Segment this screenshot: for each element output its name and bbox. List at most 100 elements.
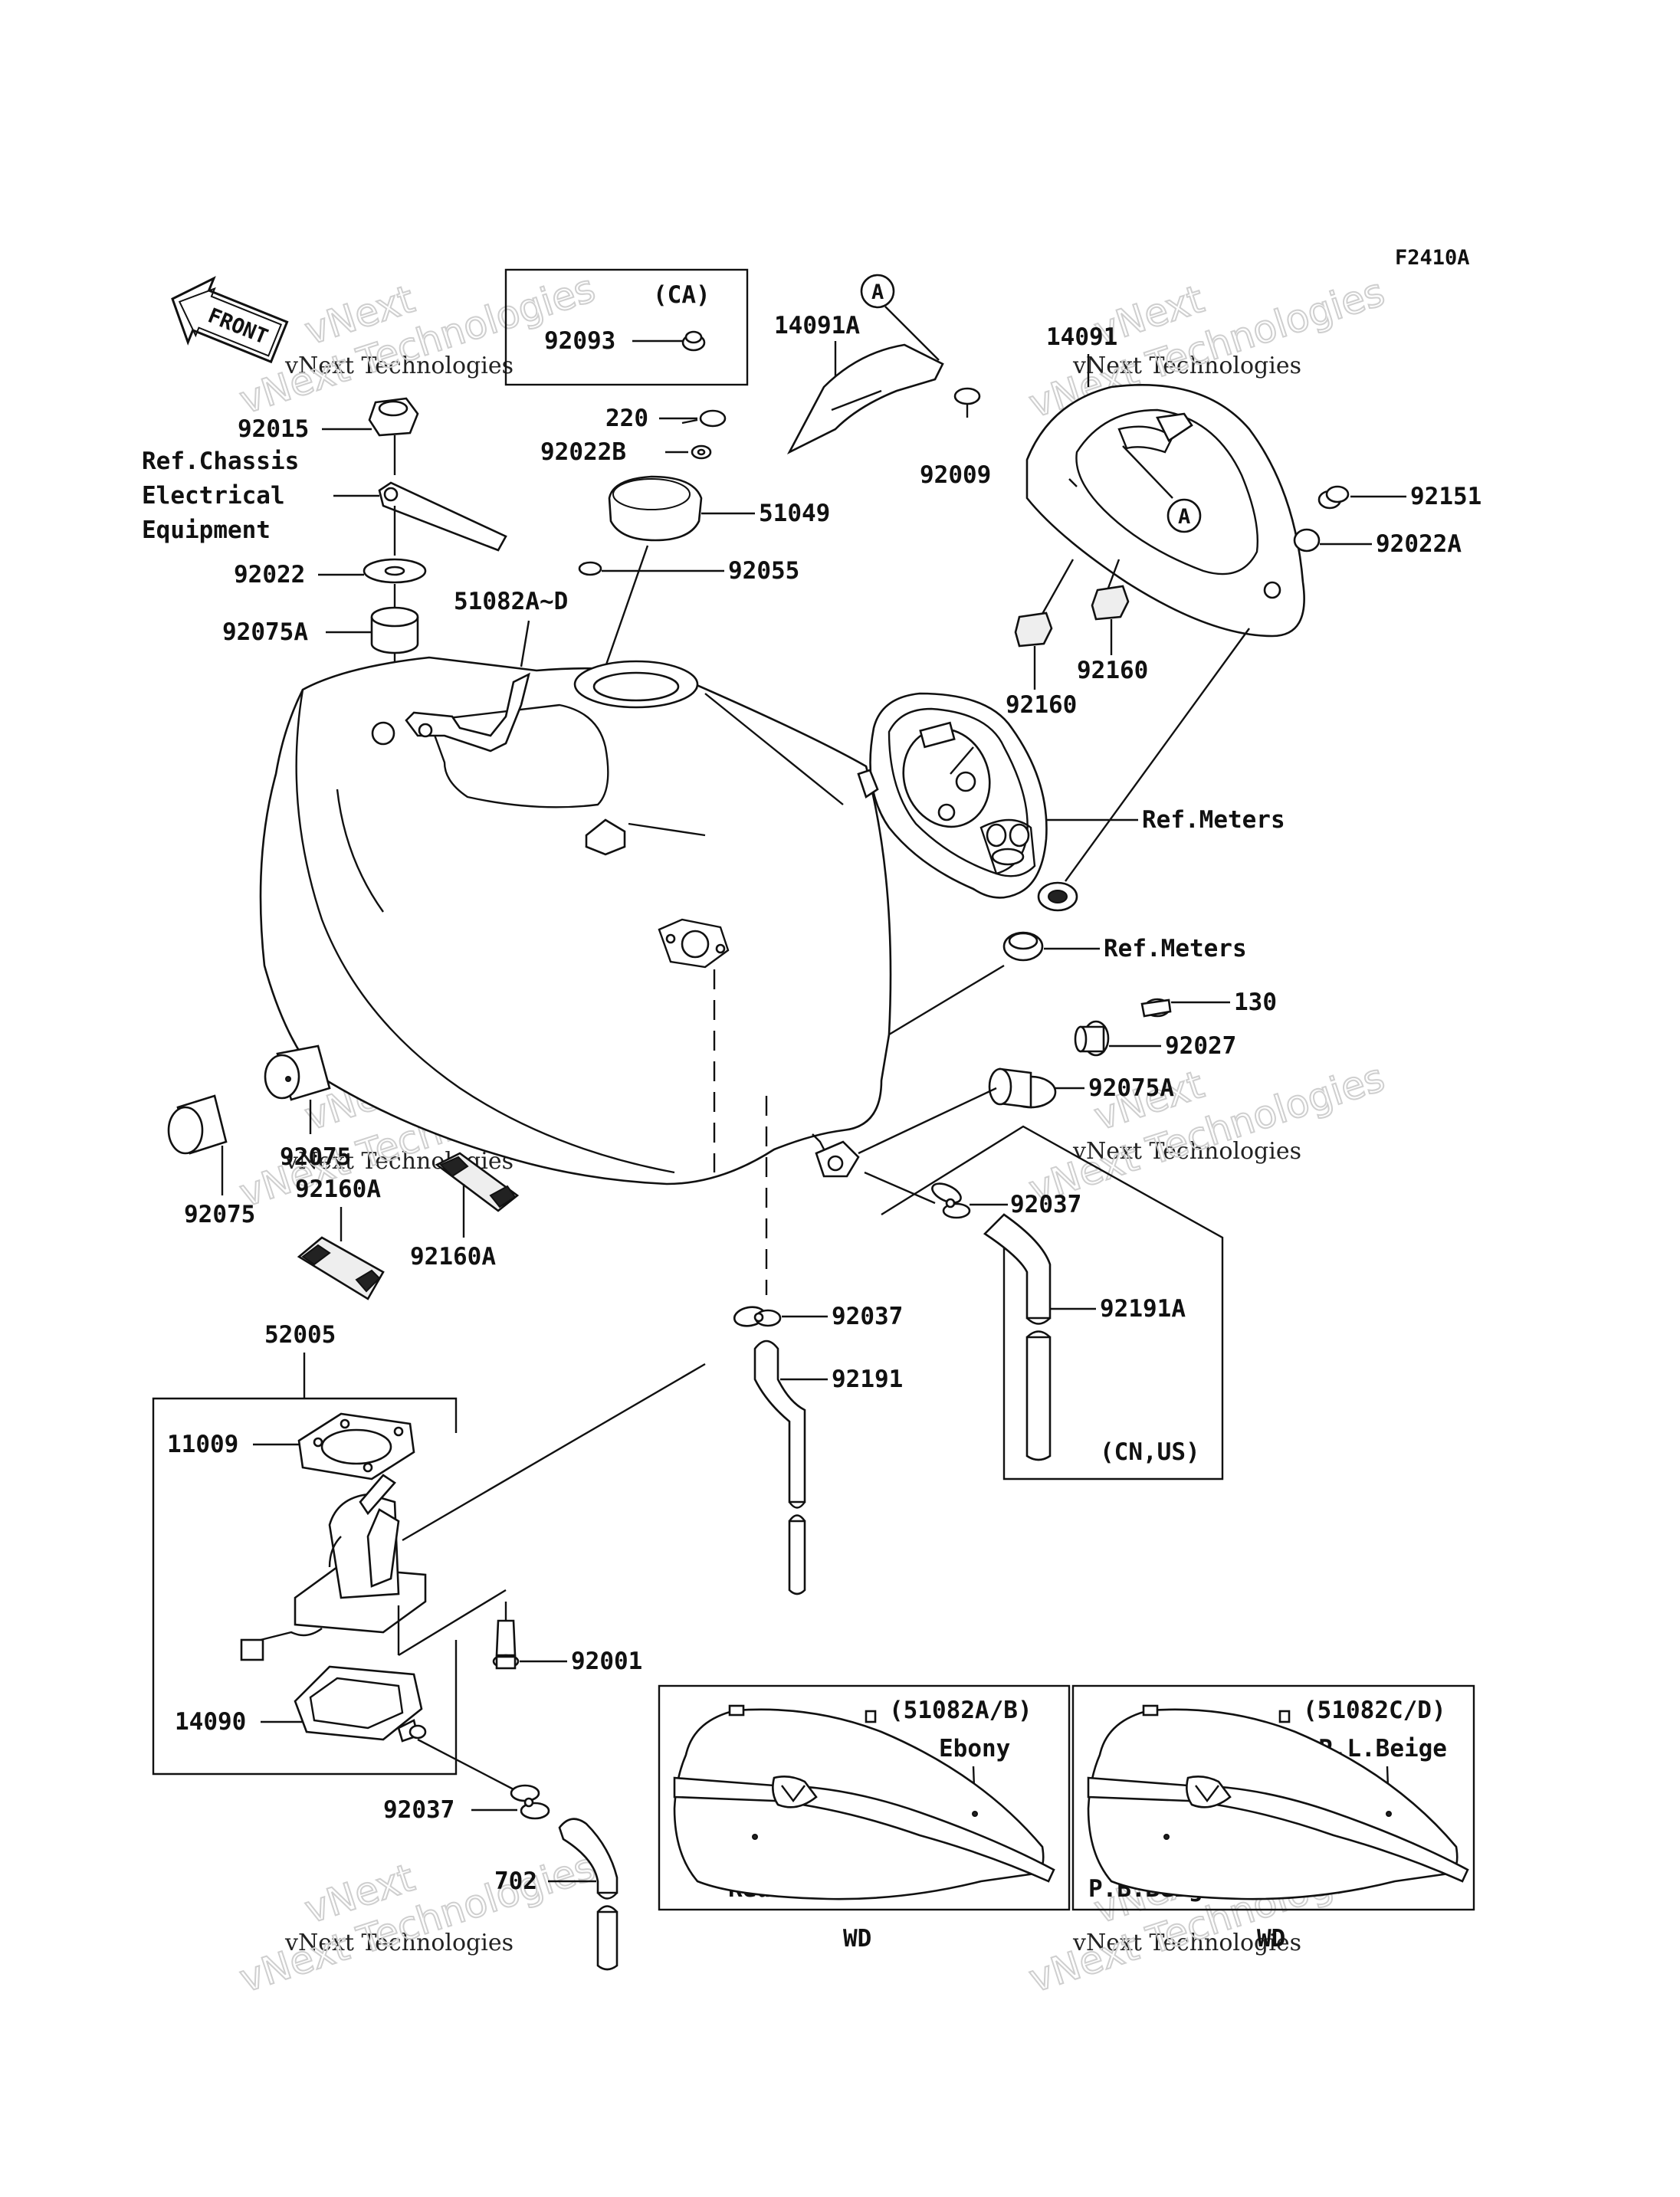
part-label-92037: 92037 — [1010, 1191, 1081, 1218]
callout-a-icon: A — [1166, 498, 1202, 533]
screw-92009-icon — [953, 387, 981, 418]
part-label-92075: 92075 — [184, 1201, 255, 1228]
part-label-92037: 92037 — [832, 1303, 903, 1330]
fuel-tank-icon — [259, 656, 892, 1185]
part-label-92037: 92037 — [383, 1796, 454, 1824]
part-label-130: 130 — [1234, 989, 1277, 1016]
part-label-92015: 92015 — [238, 415, 309, 443]
part-label-92022: 92022 — [234, 561, 305, 589]
callout-a-icon: A — [860, 274, 895, 309]
o-ring-92055-icon — [578, 561, 602, 576]
part-label-92191A: 92191A — [1100, 1295, 1186, 1323]
meter-cover-14091-icon — [1025, 384, 1305, 638]
tank-side-view-icon — [1087, 1704, 1469, 1900]
bolt-92151-icon — [1317, 485, 1350, 510]
color-panel-codes: (51082A/B) — [889, 1697, 1032, 1724]
color-panel-market: WD — [1257, 1925, 1285, 1953]
ref-meters-label: Ref.Meters — [1104, 935, 1247, 962]
washer-92022B-icon — [691, 444, 712, 460]
ref-chassis-label: Electrical — [142, 482, 285, 510]
watermark-text-outline: vNext Technologies — [235, 1844, 600, 2001]
part-label-92075A: 92075A — [1088, 1074, 1174, 1102]
cn-us-variant-box — [881, 1125, 1224, 1481]
hose-702-icon — [558, 1818, 619, 1971]
bolt-92001-icon — [492, 1602, 520, 1670]
hose-92191A-icon — [983, 1213, 1052, 1461]
ca-variant-label: (CA) — [653, 281, 710, 309]
filter-14090-icon — [294, 1665, 427, 1743]
ref-meters-label: Ref.Meters — [1142, 806, 1285, 834]
color-panel-market: WD — [843, 1925, 871, 1953]
watermark-text: vNext Technologies — [1072, 1930, 1301, 1956]
watermark-text: vNext Technologies — [284, 353, 514, 379]
color-panel-codes: (51082C/D) — [1303, 1697, 1446, 1724]
part-label-92160: 92160 — [1077, 657, 1148, 684]
bolt-92015-icon — [368, 397, 419, 437]
watermark-text: vNext Technologies — [284, 1930, 514, 1956]
fuel-cap-51049-icon — [608, 475, 703, 542]
part-label-92151: 92151 — [1410, 483, 1481, 510]
part-label-92093: 92093 — [544, 327, 615, 355]
part-label-14091: 14091 — [1046, 323, 1117, 351]
part-label-14091A: 14091A — [774, 312, 860, 339]
tank-side-view-icon — [673, 1704, 1055, 1900]
fuel-pump-icon — [240, 1474, 427, 1661]
grommet-92160-icon — [1014, 612, 1053, 648]
damper-92075A-icon — [370, 606, 419, 654]
part-label-51082: 51082A~D — [454, 588, 568, 615]
part-label-92075: 92075 — [280, 1143, 351, 1171]
part-label-92191: 92191 — [832, 1366, 903, 1393]
ref-chassis-label: Ref.Chassis — [142, 448, 299, 475]
watermark: vNext vNext Technologies vNext Technolog… — [234, 1844, 601, 2002]
front-arrow-icon: FRONT — [171, 276, 289, 364]
washer-92022-icon — [363, 558, 427, 584]
part-label-14090: 14090 — [175, 1708, 246, 1736]
watermark-text: vNext Technologies — [1072, 1138, 1301, 1165]
cn-us-variant-label: (CN,US) — [1100, 1438, 1200, 1466]
part-label-92022A: 92022A — [1376, 530, 1462, 558]
color-panel-box — [658, 1684, 1071, 1911]
part-label-92022B: 92022B — [540, 438, 626, 466]
hose-92191-icon — [753, 1340, 806, 1595]
clamp-92037-icon — [733, 1306, 782, 1327]
nut-92093-icon — [681, 330, 706, 352]
damper-92075A-icon — [988, 1067, 1057, 1109]
bolt-130-icon — [1140, 998, 1172, 1018]
bracket-14091A-icon — [786, 343, 944, 454]
meter-grommet-icon — [1002, 931, 1044, 962]
watermark-text: vNext Technologies — [1072, 353, 1301, 379]
part-label-92055: 92055 — [728, 557, 799, 585]
watermark: vNext vNext Technologies vNext Technolog… — [1023, 1054, 1390, 1212]
clamp-92037-icon — [510, 1784, 550, 1820]
part-label-220: 220 — [605, 405, 648, 432]
grommet-92160A-icon — [297, 1236, 385, 1300]
part-label-11009: 11009 — [167, 1431, 238, 1458]
svg-text:A: A — [1178, 505, 1190, 529]
clamp-92037-icon — [931, 1182, 971, 1219]
ref-chassis-label: Equipment — [142, 516, 271, 544]
washer-92022A-icon — [1293, 528, 1321, 553]
fuel-pump-group-box — [152, 1397, 458, 1776]
part-label-51049: 51049 — [759, 500, 830, 527]
gasket-11009-icon — [297, 1412, 415, 1481]
damper-92075-icon — [264, 1044, 331, 1101]
part-label-92009: 92009 — [920, 461, 991, 489]
ground-strap-icon — [378, 481, 507, 552]
watermark-text-outline: vNext Technologies — [1024, 1055, 1390, 1212]
part-label-92027: 92027 — [1165, 1032, 1236, 1060]
ca-variant-box — [504, 268, 749, 386]
part-label-92075A: 92075A — [222, 618, 308, 646]
part-label-92160A: 92160A — [410, 1243, 496, 1271]
collar-92027-icon — [1074, 1020, 1110, 1057]
grommet-92160A-icon — [435, 1152, 520, 1212]
part-label-702: 702 — [494, 1867, 537, 1895]
screw-220-icon — [681, 409, 727, 428]
svg-text:A: A — [871, 280, 884, 304]
damper-92075-icon — [167, 1094, 228, 1155]
part-label-92001: 92001 — [571, 1648, 642, 1675]
part-label-52005: 52005 — [264, 1321, 336, 1349]
figure-code: F2410A — [1395, 246, 1470, 270]
color-panel-box — [1071, 1684, 1475, 1911]
meter-assembly-icon — [857, 692, 1078, 912]
